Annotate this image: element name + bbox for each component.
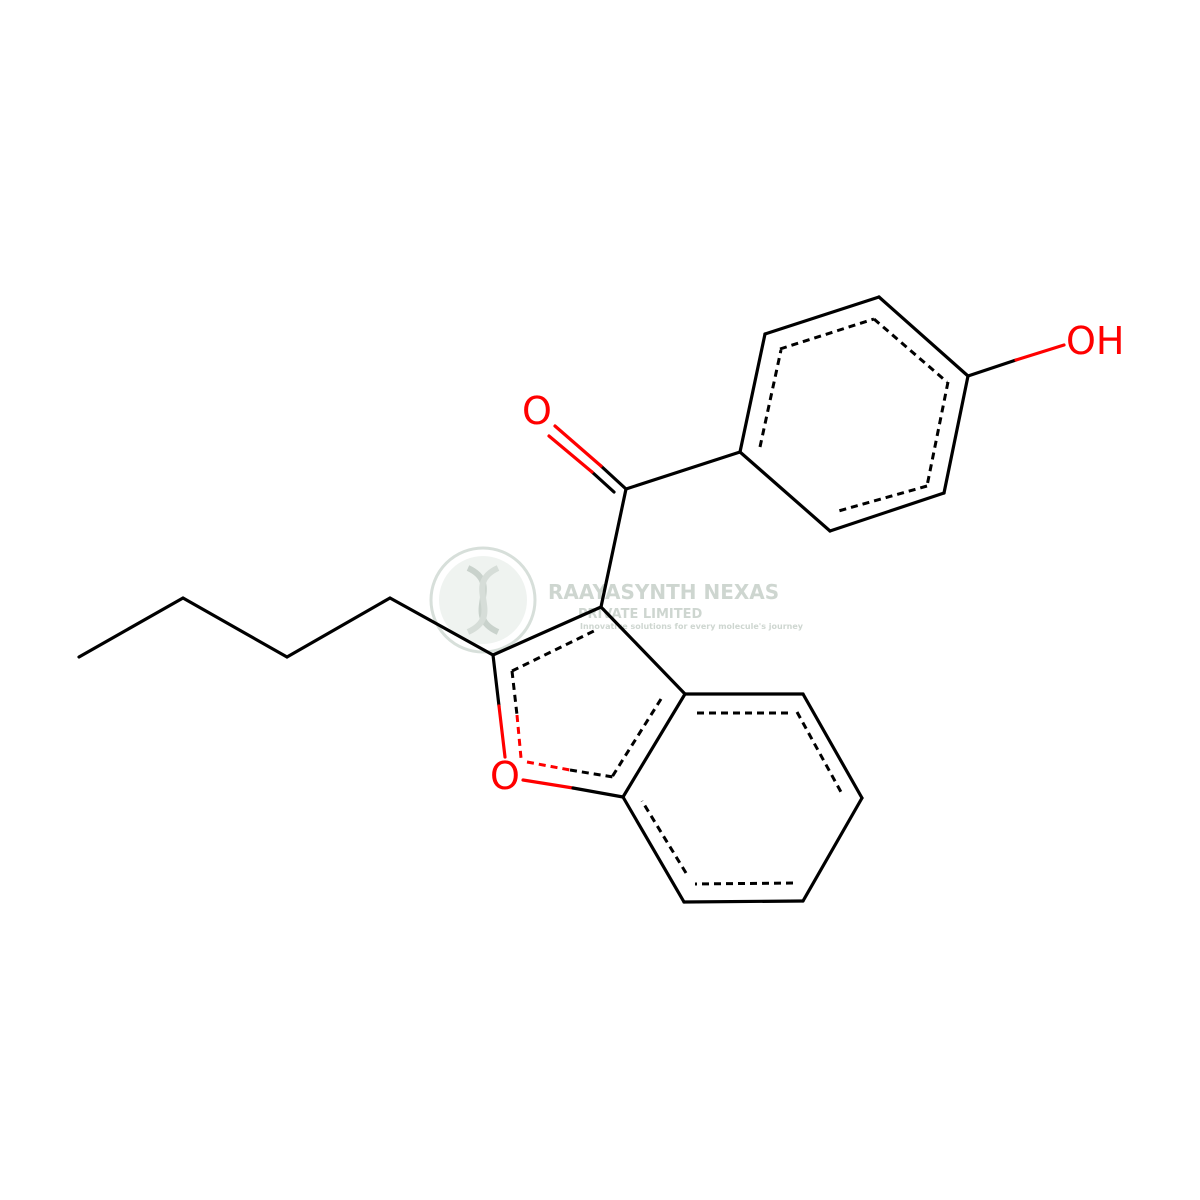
hydroxyl-group [966,343,1066,378]
watermark-company-suffix: PRIVATE LIMITED [578,607,703,622]
benzo-ring [621,692,864,904]
watermark-company-name: RAAYASYNTH NEXAS [548,580,779,604]
watermark: RAAYASYNTH NEXAS PRIVATE LIMITED Innovat… [429,546,804,654]
watermark-tagline: Innovative solutions for every molecule'… [580,622,804,631]
butyl-chain [77,596,495,659]
hydroxyl-label: OH [1066,319,1124,363]
carbonyl-oxygen-label: O [522,389,552,433]
furan-oxygen-label: O [490,754,520,798]
furan-ring [491,605,687,799]
phenol-ring [738,295,970,533]
watermark-logo-icon [429,546,537,654]
carbonyl-group [547,424,742,609]
